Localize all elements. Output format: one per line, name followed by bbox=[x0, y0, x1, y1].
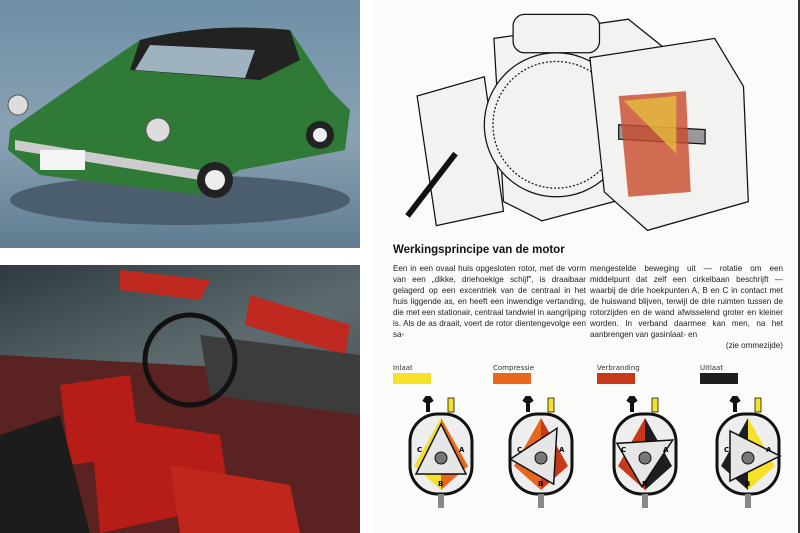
rotor-diagram-inlaat: C A B bbox=[408, 396, 474, 508]
rotor-label-b: B bbox=[538, 480, 543, 488]
rotor-diagram-uitlaat: C A B bbox=[715, 396, 782, 508]
body-text-column-2-text: mengestelde beweging uit — rotatie om ee… bbox=[590, 264, 783, 339]
body-text-column-2: mengestelde beweging uit — rotatie om ee… bbox=[590, 263, 783, 351]
section-heading: Werkingsprincipe van de motor bbox=[393, 244, 565, 256]
rotor-label-c: C bbox=[724, 446, 729, 454]
rotor-label-b: B bbox=[438, 480, 443, 488]
rotor-label-c: C bbox=[417, 446, 422, 454]
green-coupe-illustration bbox=[7, 27, 350, 225]
rotor-label-c: C bbox=[621, 446, 626, 454]
legend-swatch-inlaat bbox=[393, 373, 431, 384]
interior-illustration bbox=[0, 270, 360, 533]
rotor-diagram-verbranding: C A B bbox=[612, 396, 678, 508]
see-overleaf-note: (zie ommezijde) bbox=[725, 341, 783, 350]
legend-label-inlaat: Inlaat bbox=[393, 364, 413, 372]
rotor-diagram-compressie: C A B bbox=[508, 396, 574, 508]
rotor-label-a: A bbox=[766, 446, 772, 454]
rotor-label-c: C bbox=[517, 446, 522, 454]
rotor-label-b: B bbox=[642, 480, 647, 488]
legend-swatch-verbranding bbox=[597, 373, 635, 384]
legend-swatch-compressie bbox=[493, 373, 531, 384]
legend-label-compressie: Compressie bbox=[493, 364, 535, 372]
legend-swatch-uitlaat bbox=[700, 373, 738, 384]
rotor-label-a: A bbox=[459, 446, 465, 454]
legend-label-uitlaat: Uitlaat bbox=[700, 364, 724, 372]
wankel-engine-cutaway-drawing bbox=[405, 13, 749, 232]
car-interior-photo bbox=[0, 265, 360, 533]
legend-label-verbranding: Verbranding bbox=[597, 364, 640, 372]
car-exterior-photo bbox=[0, 0, 360, 248]
rotor-label-a: A bbox=[559, 446, 565, 454]
body-text-column-1: Een in een ovaal huis opgesloten rotor, … bbox=[393, 264, 586, 339]
rotor-label-a: A bbox=[663, 446, 669, 454]
rotor-label-b: B bbox=[745, 480, 750, 488]
